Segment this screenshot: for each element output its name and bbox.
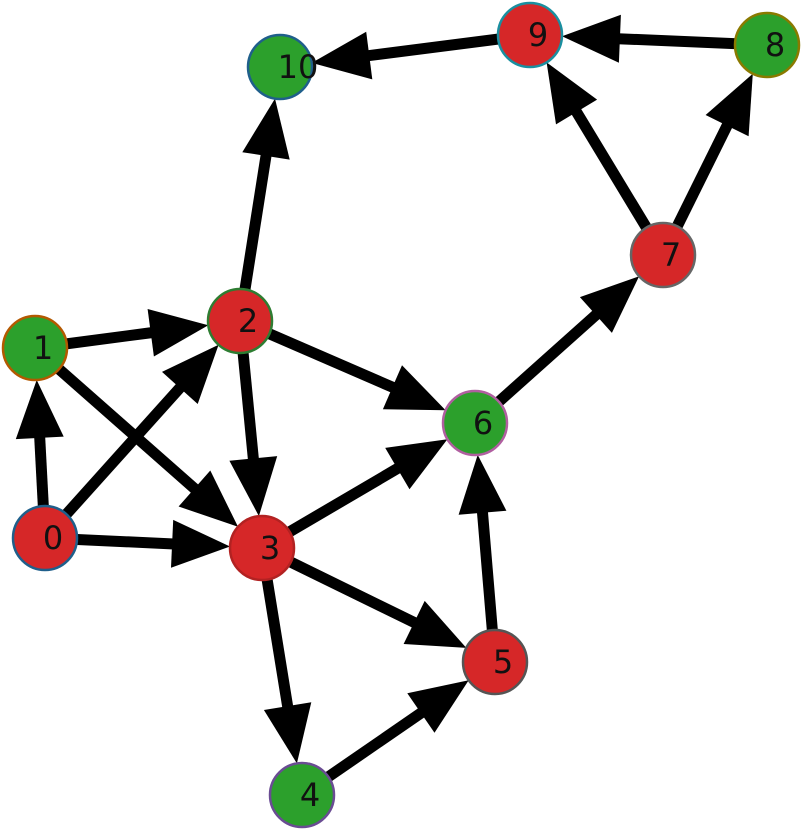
edge-2-to-10 <box>234 98 290 322</box>
node-5: 5 <box>461 628 529 696</box>
node-circle <box>733 11 801 79</box>
arrowhead <box>229 456 278 517</box>
node-0: 0 <box>11 504 79 572</box>
node-3: 3 <box>228 514 296 582</box>
arrowhead <box>403 600 467 648</box>
node-circle <box>268 761 336 829</box>
node-label: 2 <box>238 302 258 340</box>
node-circle <box>441 389 509 457</box>
node-1: 1 <box>1 314 69 382</box>
edge-2-to-6 <box>237 315 446 411</box>
arrowhead <box>15 380 64 440</box>
edge-7-to-9 <box>546 62 668 258</box>
edges-layer <box>15 14 768 800</box>
node-4: 4 <box>268 761 336 829</box>
edge-line <box>40 382 186 542</box>
node-2: 2 <box>206 287 274 355</box>
arrowhead <box>385 439 448 490</box>
node-label: 7 <box>661 236 681 274</box>
node-label: 3 <box>260 529 280 567</box>
node-circle <box>246 33 314 101</box>
arrowhead <box>562 14 621 63</box>
arrowhead <box>263 702 312 764</box>
node-7: 7 <box>629 221 697 289</box>
node-circle <box>206 287 274 355</box>
arrowhead <box>546 62 598 125</box>
arrowhead <box>458 454 507 515</box>
node-label: 1 <box>33 329 53 367</box>
node-9: 9 <box>496 1 564 69</box>
edge-line <box>31 343 200 494</box>
node-circle <box>228 514 296 582</box>
arrowhead <box>162 344 219 404</box>
node-circle <box>11 504 79 572</box>
node-circle <box>629 221 697 289</box>
edge-3-to-5 <box>259 543 467 648</box>
arrowhead <box>579 276 640 333</box>
node-8: 8 <box>733 11 801 79</box>
arrowhead <box>705 73 753 137</box>
arrowhead <box>171 519 230 568</box>
node-label: 5 <box>493 643 513 681</box>
arrowhead <box>242 98 290 160</box>
node-label: 6 <box>473 404 493 442</box>
node-circle <box>496 1 564 69</box>
arrowhead <box>147 309 209 357</box>
arrowhead <box>407 680 469 733</box>
node-label: 4 <box>300 776 320 814</box>
node-label: 9 <box>528 16 548 54</box>
node-label: 10 <box>278 48 319 86</box>
node-circle <box>461 628 529 696</box>
node-6: 6 <box>441 389 509 457</box>
edge-1-to-3 <box>31 343 238 527</box>
arrowhead <box>311 31 373 80</box>
edge-0-to-2 <box>40 344 219 542</box>
arrowhead <box>178 470 238 527</box>
arrowhead <box>382 365 446 411</box>
node-circle <box>1 314 69 382</box>
node-10: 10 <box>246 33 319 101</box>
node-label: 0 <box>43 519 63 557</box>
node-label: 8 <box>765 26 785 64</box>
